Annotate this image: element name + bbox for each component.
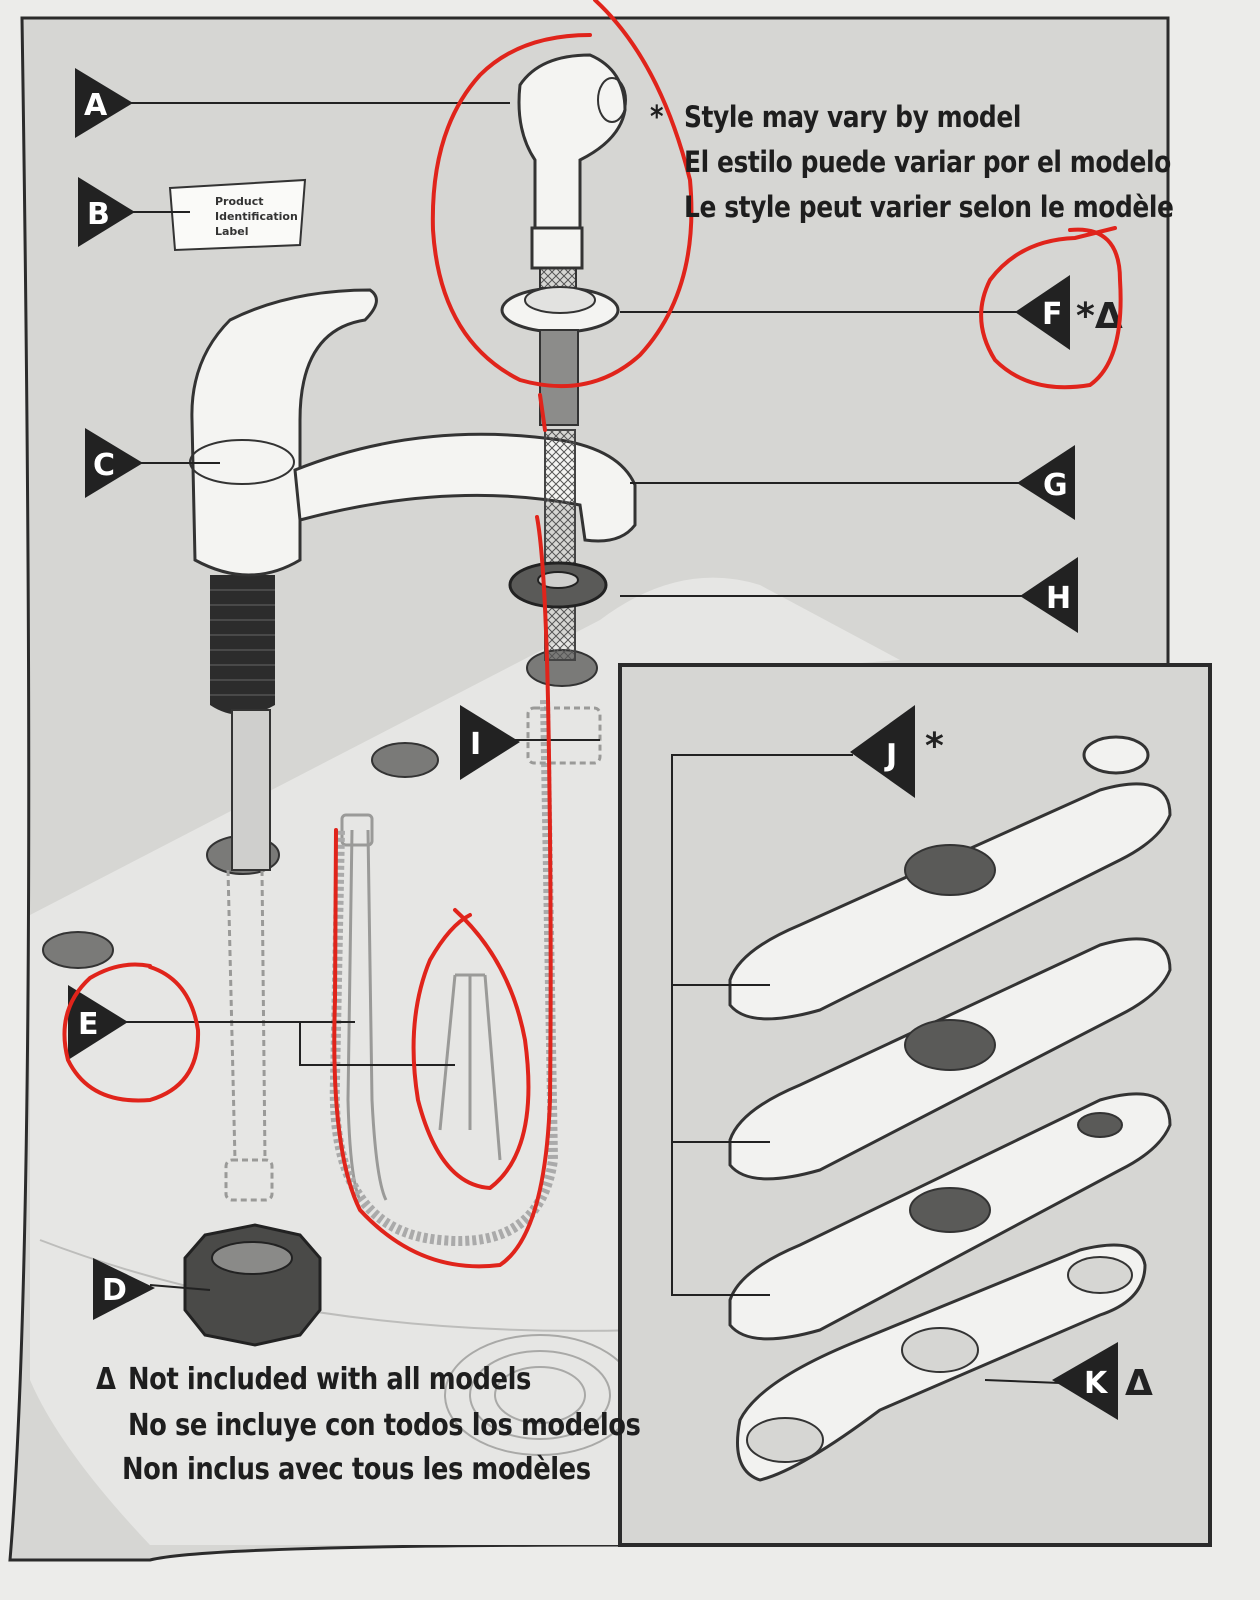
label-d: D xyxy=(102,1273,127,1308)
deck-hole xyxy=(371,742,439,778)
style-note-en: Style may vary by model xyxy=(684,100,1021,134)
red-annotations xyxy=(62,0,1123,1269)
callout-j xyxy=(850,705,915,798)
red-circle-f xyxy=(979,226,1123,390)
product-label-line: Product xyxy=(215,195,264,208)
label-b: B xyxy=(87,197,110,232)
not-included-en: Not included with all models xyxy=(128,1362,531,1397)
spray-nut xyxy=(526,706,602,765)
label-i: I xyxy=(470,727,481,762)
product-id-label-card xyxy=(168,178,307,252)
braided-hose xyxy=(544,429,576,661)
not-included-fr: Non inclus avec tous les modèles xyxy=(122,1452,591,1487)
label-f: F xyxy=(1042,297,1063,332)
callout-k xyxy=(1052,1342,1118,1420)
deck-hole xyxy=(42,931,114,969)
hose-clip xyxy=(438,973,502,1161)
spray-head xyxy=(517,53,627,289)
label-f-suffix: *Δ xyxy=(1076,296,1123,337)
callout-d xyxy=(93,1258,155,1320)
label-j-suffix: * xyxy=(925,726,944,767)
bracket-j xyxy=(671,754,853,1296)
callout-markers xyxy=(68,68,1118,1420)
product-label-line: Identification xyxy=(215,210,298,223)
callout-e xyxy=(68,985,128,1060)
leader-lines xyxy=(120,102,1061,1384)
deck-plates xyxy=(728,735,1172,1341)
not-included-es: No se incluye con todos los modelos xyxy=(128,1408,641,1443)
mounting-nut xyxy=(183,1223,322,1347)
red-circle-e xyxy=(62,962,201,1103)
red-circle-spray xyxy=(430,0,694,389)
supply-hoses xyxy=(224,869,274,1202)
callout-b xyxy=(78,177,135,247)
callout-c xyxy=(85,428,143,498)
red-trace-hose xyxy=(332,393,553,1269)
product-label-line: Label xyxy=(215,225,249,238)
label-e: E xyxy=(78,1007,99,1042)
callout-a xyxy=(75,68,133,138)
installation-wrench xyxy=(736,1243,1147,1482)
label-k: K xyxy=(1084,1366,1109,1401)
label-j: J xyxy=(884,738,897,773)
callout-f xyxy=(1015,275,1070,350)
style-note-es: El estilo puede variar por el modelo xyxy=(684,145,1171,179)
not-included-symbol: Δ xyxy=(96,1362,116,1397)
label-k-suffix: Δ xyxy=(1125,1363,1153,1404)
label-a: A xyxy=(84,88,108,123)
callout-h xyxy=(1020,557,1078,633)
callout-g xyxy=(1017,445,1075,520)
style-note-fr: Le style peut varier selon le modèle xyxy=(684,190,1174,224)
style-note-star: * xyxy=(650,100,664,135)
callout-i xyxy=(460,705,520,780)
deck-plate xyxy=(728,782,1172,1021)
spray-base xyxy=(500,286,620,426)
label-h: H xyxy=(1046,581,1071,616)
label-g: G xyxy=(1043,468,1068,503)
red-circle-clip xyxy=(411,908,531,1191)
faucet-body xyxy=(189,288,637,871)
label-c: C xyxy=(93,448,115,483)
